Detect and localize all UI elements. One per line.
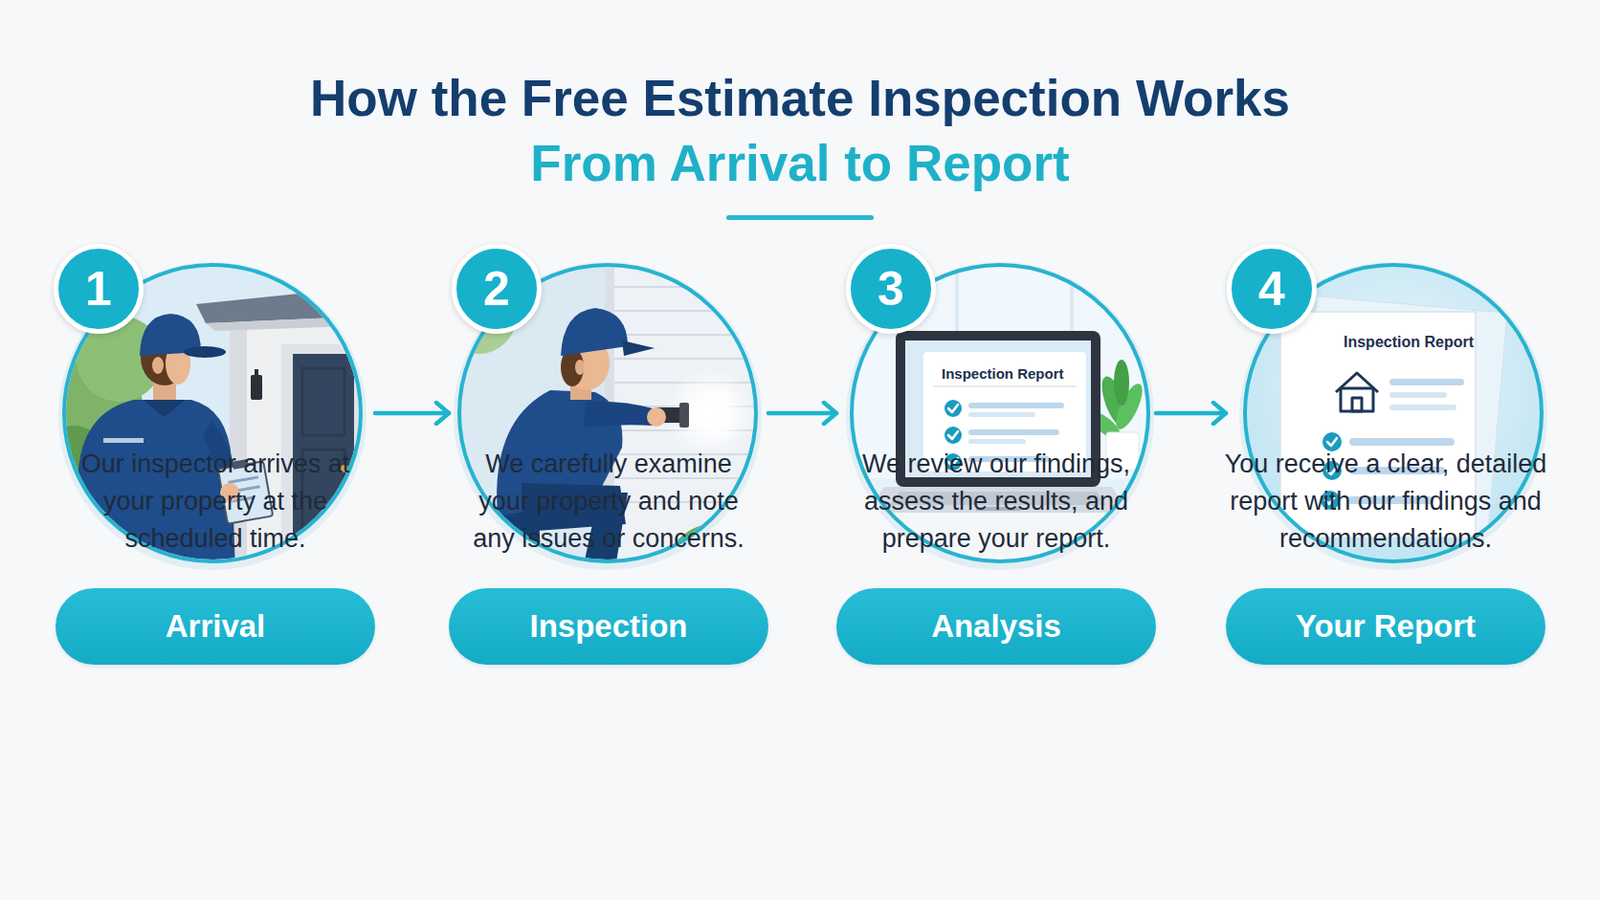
- inspection-illustration: [622, 340, 655, 356]
- arrival-illustration: [103, 438, 144, 444]
- step-title: Inspection: [448, 588, 769, 666]
- report-illustration: [1340, 388, 1374, 412]
- arrival-illustration: [183, 346, 226, 358]
- step-description: You receive a clear, detailed report wit…: [1203, 445, 1568, 558]
- arrival-illustration: [302, 368, 345, 436]
- step-node: 2Inspection We carefully examine your pro…: [448, 239, 769, 795]
- flow-arrow: [375, 411, 449, 417]
- document-heading: Inspection Report: [1343, 332, 1497, 354]
- inspection-illustration: [679, 402, 689, 428]
- step-description: Our inspector arrives at your property a…: [71, 445, 359, 558]
- arrival-illustration: [196, 285, 383, 324]
- analysis-illustration: [968, 439, 1026, 445]
- analysis-illustration: [948, 404, 958, 413]
- analysis-illustration: [944, 400, 962, 418]
- analysis-illustration: [968, 402, 1065, 409]
- step-number: 1: [53, 244, 144, 334]
- inspection-illustration: [575, 359, 585, 376]
- title-underline: [726, 215, 874, 221]
- inspection-illustration: [614, 357, 778, 360]
- step-title: Your Report: [1225, 588, 1546, 666]
- report-illustration: [1352, 398, 1362, 412]
- arrival-illustration: [152, 356, 164, 375]
- arrival-illustration: [254, 369, 259, 378]
- step-title: Analysis: [836, 588, 1156, 666]
- report-illustration: [1335, 373, 1378, 412]
- report-illustration: [1327, 438, 1337, 446]
- inspection-illustration: [646, 407, 667, 427]
- arrival-illustration: [250, 375, 263, 400]
- step-description: We review our findings, assess the resul…: [852, 445, 1140, 558]
- screen-heading: Inspection Report: [941, 364, 1086, 384]
- analysis-illustration: [968, 429, 1060, 436]
- report-illustration: [1389, 404, 1457, 411]
- arrival-illustration: [205, 315, 383, 332]
- step-number: 3: [845, 244, 936, 334]
- arrival-illustration: [143, 400, 186, 418]
- report-illustration: [1389, 378, 1465, 386]
- inspection-illustration: [687, 387, 728, 441]
- inspection-illustration: [614, 333, 778, 336]
- report-illustration: [1322, 432, 1342, 452]
- step-description: We carefully examine your property and n…: [465, 445, 753, 558]
- analysis-illustration: [948, 431, 958, 440]
- inspection-illustration: [614, 286, 778, 289]
- step-node: 1Arrival Our inspector arrives at your pr…: [55, 239, 376, 795]
- analysis-illustration: [968, 412, 1036, 418]
- inspection-illustration: [560, 308, 628, 356]
- flow-arrow: [768, 411, 837, 417]
- inspection-illustration: [614, 310, 778, 312]
- inspection-illustration: [583, 401, 653, 428]
- analysis-illustration: [944, 426, 962, 445]
- analysis-illustration: [1113, 359, 1130, 406]
- step-number: 4: [1226, 244, 1317, 334]
- report-illustration: [1389, 392, 1447, 399]
- analysis-illustration: [933, 385, 1077, 388]
- step-title: Arrival: [55, 588, 376, 666]
- step-node: 3Analysis We review our findings, assess …: [836, 239, 1156, 795]
- step-circle-outline: [64, 265, 1542, 562]
- step-number: 2: [451, 244, 542, 334]
- arrival-illustration: [332, 513, 405, 587]
- step-node: 4Your ReportYou receive a clear, detaile…: [1225, 239, 1546, 795]
- diagram-title: How the Free Estimate Inspection Works: [0, 67, 1600, 130]
- report-illustration: [1389, 378, 1465, 411]
- report-illustration: [1349, 438, 1455, 446]
- flow-arrow: [1155, 411, 1226, 417]
- subtitle: From Arrival to Report: [0, 133, 1600, 195]
